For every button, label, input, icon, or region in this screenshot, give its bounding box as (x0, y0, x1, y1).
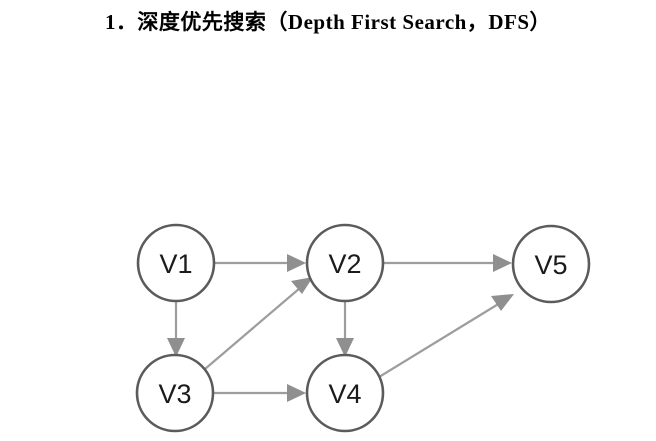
edge-v3-to-v2-arrowhead-icon (291, 277, 313, 294)
graph-node-v2[interactable]: V2 (305, 223, 385, 303)
graph-node-v2-label: V2 (328, 249, 361, 279)
edge-v2-to-v5-arrowhead-icon (493, 254, 512, 272)
graph-node-v5-circle[interactable] (511, 224, 591, 304)
node-layer: V1 V2 V3 V4 V5 (135, 223, 591, 433)
edge-v2-to-v4-arrowhead-icon (336, 338, 354, 357)
graph-node-v4[interactable]: V4 (305, 353, 385, 433)
graph-node-v3-circle[interactable] (135, 353, 215, 433)
edge-v1-to-v2 (215, 254, 306, 272)
graph-node-v3-label: V3 (158, 379, 191, 409)
edge-v3-to-v4 (214, 384, 306, 402)
graph-node-v2-circle[interactable] (305, 223, 385, 303)
edge-v3-to-v2-line (204, 287, 301, 370)
graph-node-v4-circle[interactable] (305, 353, 385, 433)
edge-v3-to-v2 (204, 277, 313, 370)
graph-node-v1-circle[interactable] (136, 223, 216, 303)
graph-node-v4-label: V4 (328, 379, 361, 409)
edge-v3-to-v4-arrowhead-icon (287, 384, 306, 402)
edge-layer (167, 254, 514, 402)
edge-v2-to-v4 (336, 302, 354, 357)
edge-v2-to-v5 (384, 254, 512, 272)
edge-v4-to-v5-arrowhead-icon (491, 294, 514, 311)
page-title: 1．深度优先搜索（Depth First Search，DFS） (104, 10, 552, 34)
graph-node-v1[interactable]: V1 (136, 223, 216, 303)
graph-node-v5-label: V5 (534, 250, 567, 280)
edge-v1-to-v3-arrowhead-icon (167, 338, 185, 357)
edge-v1-to-v3 (167, 302, 185, 357)
edge-v1-to-v2-arrowhead-icon (287, 254, 306, 272)
graph-node-v1-label: V1 (159, 249, 192, 279)
edge-v4-to-v5-line (378, 302, 501, 378)
graph-node-v5[interactable]: V5 (511, 224, 591, 304)
edge-v4-to-v5 (378, 294, 514, 378)
graph-node-v3[interactable]: V3 (135, 353, 215, 433)
